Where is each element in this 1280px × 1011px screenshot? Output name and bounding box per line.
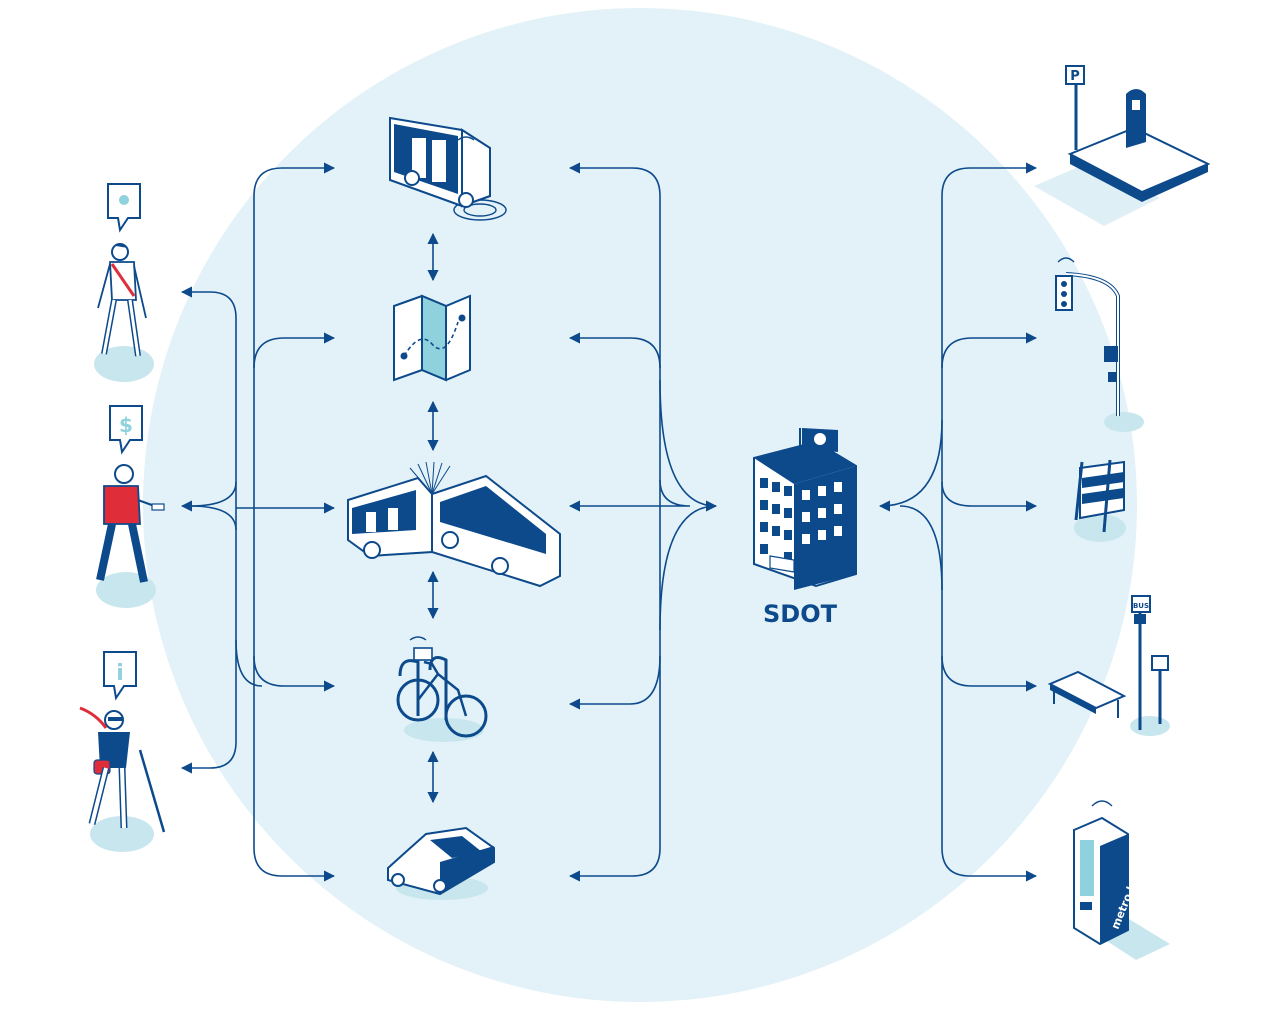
parking-pay-station-icon: P — [1034, 65, 1211, 226]
autonomous-shuttle-icon — [389, 116, 507, 221]
bus-stop-bench-icon: BUS — [1047, 595, 1170, 736]
connectors — [180, 162, 1038, 882]
car-icon — [387, 826, 495, 900]
bus-stop-sign-text: BUS — [1133, 602, 1149, 610]
bike-share-icon — [396, 636, 488, 742]
transit-kiosk-icon: metro bus — [1073, 800, 1170, 960]
senior-pedestrian-icon: $ — [96, 405, 165, 608]
parking-sign-text: P — [1070, 69, 1080, 84]
visually-impaired-pedestrian-icon: i — [79, 651, 166, 852]
map-icon — [393, 294, 471, 382]
svg-text:$: $ — [119, 413, 133, 437]
svg-text:i: i — [116, 661, 124, 686]
pedestrian-icon — [94, 183, 154, 382]
sdot-label-text: SDOT — [763, 600, 837, 628]
articulated-bus-icon — [347, 461, 561, 588]
background-circle — [143, 8, 1137, 1002]
traffic-signal-icon — [1055, 257, 1144, 432]
road-barricade-icon — [1074, 459, 1126, 542]
sdot-building-icon — [753, 428, 857, 590]
